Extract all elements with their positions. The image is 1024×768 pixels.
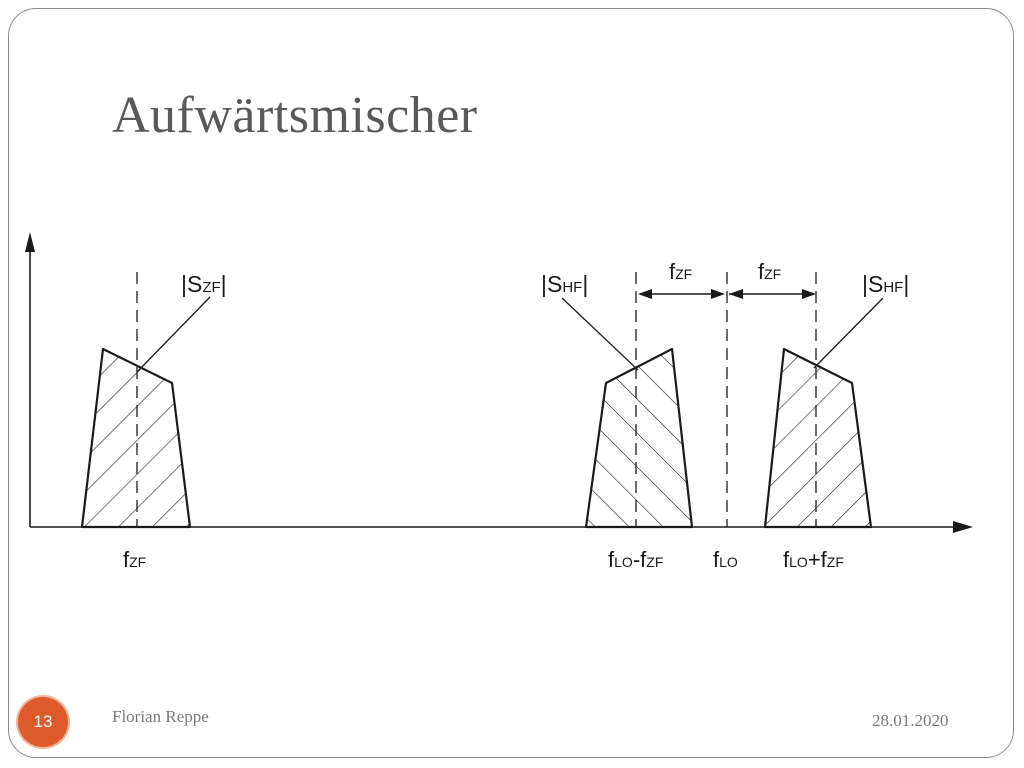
spectrum-hf-lower: [584, 347, 694, 529]
tick-label-f-zf: fZF: [123, 547, 146, 572]
x-axis-arrow: [953, 521, 973, 533]
footer-date: 28.01.2020: [872, 711, 949, 730]
span-arrow-right-head-b: [802, 289, 816, 299]
label-s-hf-left: |SHF|: [541, 271, 588, 297]
label-span-left: fZF: [669, 259, 692, 284]
span-arrow-right-head-a: [729, 289, 743, 299]
label-s-hf-right: |SHF|: [862, 271, 909, 297]
spectrum-zf: [80, 347, 192, 529]
slide-title: Aufwärtsmischer: [112, 87, 478, 144]
leader-lines: [136, 296, 884, 373]
footer-author: Florian Reppe: [112, 707, 209, 726]
page-number-badge: 13: [18, 697, 68, 747]
leader-s-hf-right: [813, 297, 884, 369]
tick-label-f-lo: fLO: [713, 547, 738, 572]
span-arrow-left-head-b: [711, 289, 725, 299]
y-axis-arrow: [25, 232, 35, 252]
tick-label-f-lo-plus-f-zf: fLO+fZF: [783, 547, 844, 572]
span-arrows: [638, 289, 816, 299]
leader-s-hf-left: [561, 297, 639, 371]
tick-label-f-lo-minus-f-zf: fLO-fZF: [608, 547, 663, 572]
span-arrow-left-head-a: [638, 289, 652, 299]
leader-s-zf: [136, 296, 211, 373]
label-span-right: fZF: [758, 259, 781, 284]
label-s-zf: |SZF|: [181, 271, 227, 297]
frequency-markers: [136, 272, 817, 527]
spectrum-hf-upper: [763, 347, 873, 529]
